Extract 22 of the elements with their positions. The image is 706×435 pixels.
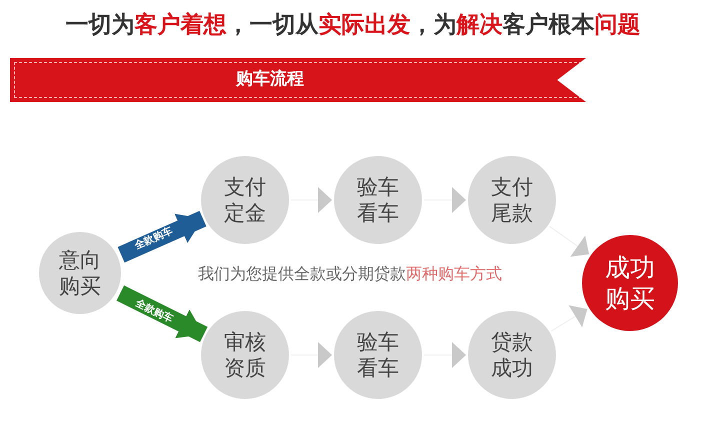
chevron-arrow [290,187,332,213]
step-text: 支付尾款 [491,174,533,226]
step-text: 验车看车 [357,328,399,382]
thick-arrow [118,210,206,263]
thick-arrow [116,285,208,342]
step-text: 贷款成功 [491,328,533,382]
step-text: 意向购买 [59,246,101,300]
step-text: 验车看车 [357,174,399,226]
note-text: 我们为您提供全款或分期贷款两种购车方式 [198,263,502,285]
chevron-arrow [290,342,332,368]
edge-label: 全款购车 [134,298,174,326]
step-text: 支付定金 [224,174,266,226]
step-text: 成功购买 [605,252,655,314]
chevron-arrow [549,226,590,257]
ribbon-banner [10,58,586,102]
chevron-arrow [550,305,588,332]
title: 一切为客户着想，一切从实际出发，为解决客户根本问题 [66,10,640,40]
chevron-arrow [424,342,466,368]
step-text: 审核资质 [224,328,266,382]
edge-label: 全款购车 [134,226,174,252]
chevron-arrow [424,187,466,213]
banner-heading: 购车流程 [236,68,304,92]
